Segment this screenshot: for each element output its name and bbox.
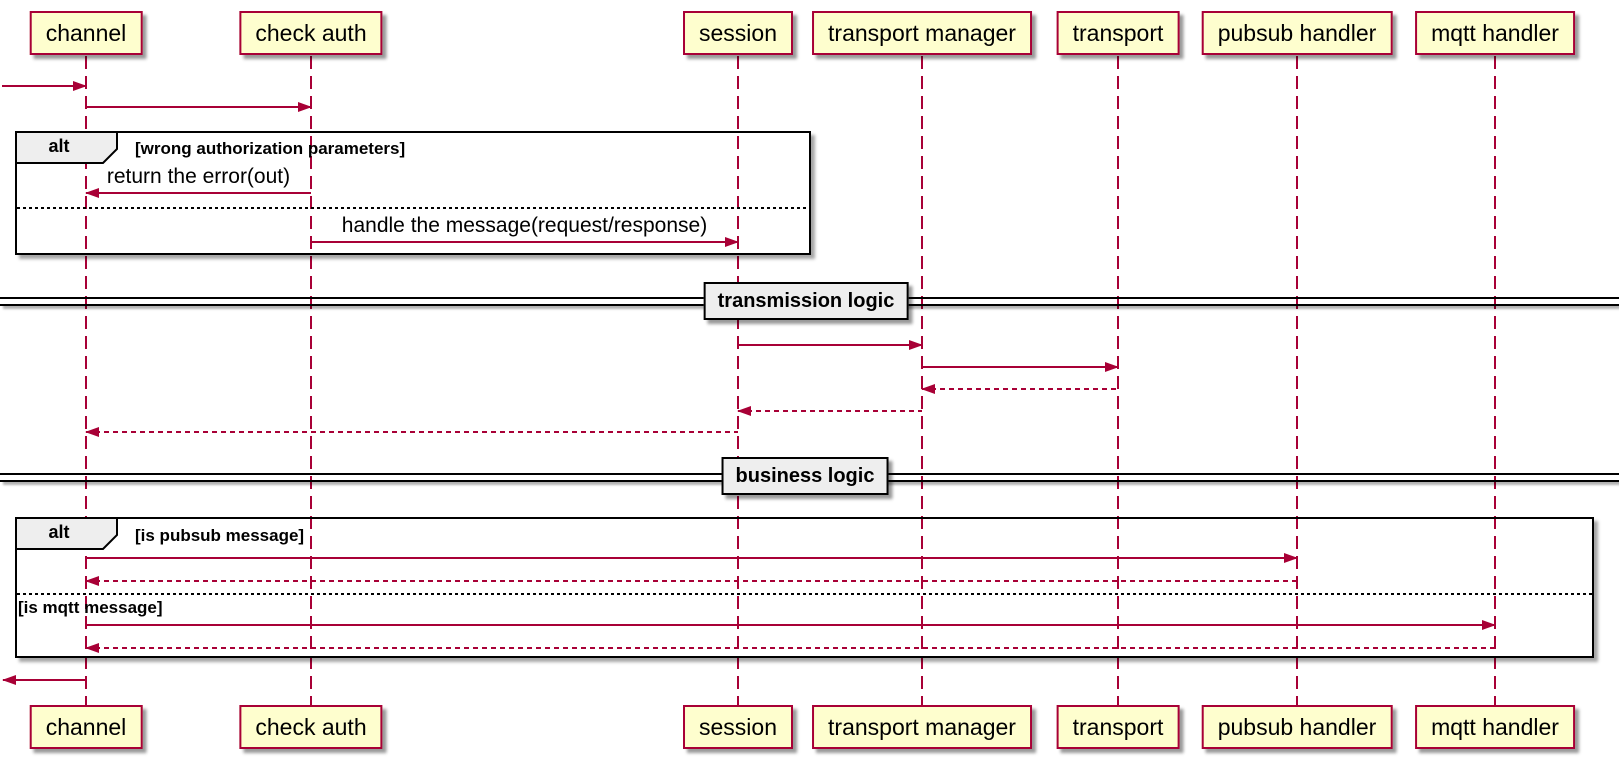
message-line — [86, 106, 311, 108]
message-tm-to-transport — [922, 362, 1119, 372]
message-line — [86, 580, 1297, 582]
arrowhead-left-icon — [737, 406, 751, 416]
frame-alt-auth — [15, 131, 811, 255]
message-outgoing — [2, 675, 86, 685]
message-channel-to-mqtt — [86, 620, 1496, 630]
participant-session-top: session — [683, 11, 793, 55]
message-line — [922, 366, 1118, 368]
message-line — [3, 679, 86, 681]
message-session-to-tm — [738, 340, 923, 350]
frame-separator — [17, 207, 809, 209]
frame-tag-shape-alt-dispatch — [15, 517, 119, 550]
participant-mqtt-handler-bottom: mqtt handler — [1415, 705, 1575, 749]
participant-pubsub-handler-bottom: pubsub handler — [1201, 705, 1393, 749]
participant-transport-bottom: transport — [1056, 705, 1180, 749]
frame-alt-dispatch — [15, 517, 1594, 658]
participant-transport-manager-top: transport manager — [812, 11, 1032, 55]
lifeline-transport-manager — [921, 56, 923, 705]
participant-channel-top: channel — [29, 11, 143, 55]
message-line — [86, 647, 1495, 649]
arrowhead-right-icon — [1284, 553, 1298, 563]
arrowhead-left-icon — [2, 675, 16, 685]
participant-check-auth-top: check auth — [239, 11, 383, 55]
arrowhead-left-icon — [85, 188, 99, 198]
frame-condition: [wrong authorization parameters] — [135, 139, 406, 158]
frame-tag-alt-dispatch: alt — [48, 522, 70, 542]
message-line — [86, 624, 1495, 626]
message-incoming — [2, 81, 87, 91]
frame-tag-shape-alt-auth — [15, 131, 119, 164]
participant-pubsub-handler-top: pubsub handler — [1201, 11, 1393, 55]
frame-separator — [17, 593, 1592, 595]
participant-transport-manager-bottom: transport manager — [812, 705, 1032, 749]
message-channel-to-pubsub — [86, 553, 1298, 563]
message-line — [86, 192, 311, 194]
lifeline-session — [737, 56, 739, 705]
message-line — [922, 388, 1118, 390]
arrowhead-left-icon — [85, 576, 99, 586]
message-line — [86, 431, 738, 433]
message-transport-to-tm-return — [921, 384, 1118, 394]
participant-session-bottom: session — [683, 705, 793, 749]
message-label: return the error(out) — [106, 165, 291, 188]
lifeline-pubsub-handler — [1296, 56, 1298, 705]
arrowhead-left-icon — [921, 384, 935, 394]
frame-tag-alt-auth: alt — [48, 136, 70, 156]
message-line — [2, 85, 86, 87]
message-line — [311, 241, 738, 243]
arrowhead-right-icon — [1105, 362, 1119, 372]
message-pubsub-to-channel-return — [85, 576, 1297, 586]
participant-transport-top: transport — [1056, 11, 1180, 55]
message-tm-to-session-return — [737, 406, 922, 416]
frame-condition: [is pubsub message] — [135, 526, 305, 545]
message-mqtt-to-channel-return — [85, 643, 1495, 653]
arrowhead-right-icon — [909, 340, 923, 350]
arrowhead-right-icon — [725, 237, 739, 247]
participant-mqtt-handler-top: mqtt handler — [1415, 11, 1575, 55]
message-line — [738, 344, 922, 346]
lifeline-check-auth — [310, 56, 312, 705]
message-line — [86, 557, 1297, 559]
message-session-to-channel-return — [85, 427, 738, 437]
arrowhead-left-icon — [85, 643, 99, 653]
lifeline-channel — [85, 56, 87, 705]
divider-label-transmission-logic: transmission logic — [703, 282, 909, 320]
arrowhead-left-icon — [85, 427, 99, 437]
message-return-error: return the error(out) — [85, 165, 311, 198]
participant-channel-bottom: channel — [29, 705, 143, 749]
message-line — [738, 410, 922, 412]
lifeline-transport — [1117, 56, 1119, 705]
arrowhead-right-icon — [298, 102, 312, 112]
message-channel-to-checkauth — [86, 102, 312, 112]
divider-label-business-logic: business logic — [721, 457, 889, 495]
frame-condition: [is mqtt message] — [18, 598, 163, 617]
arrowhead-right-icon — [1482, 620, 1496, 630]
lifeline-mqtt-handler — [1494, 56, 1496, 705]
arrowhead-right-icon — [73, 81, 87, 91]
message-handle-message: handle the message(request/response) — [311, 214, 739, 247]
participant-check-auth-bottom: check auth — [239, 705, 383, 749]
message-label: handle the message(request/response) — [341, 214, 708, 237]
